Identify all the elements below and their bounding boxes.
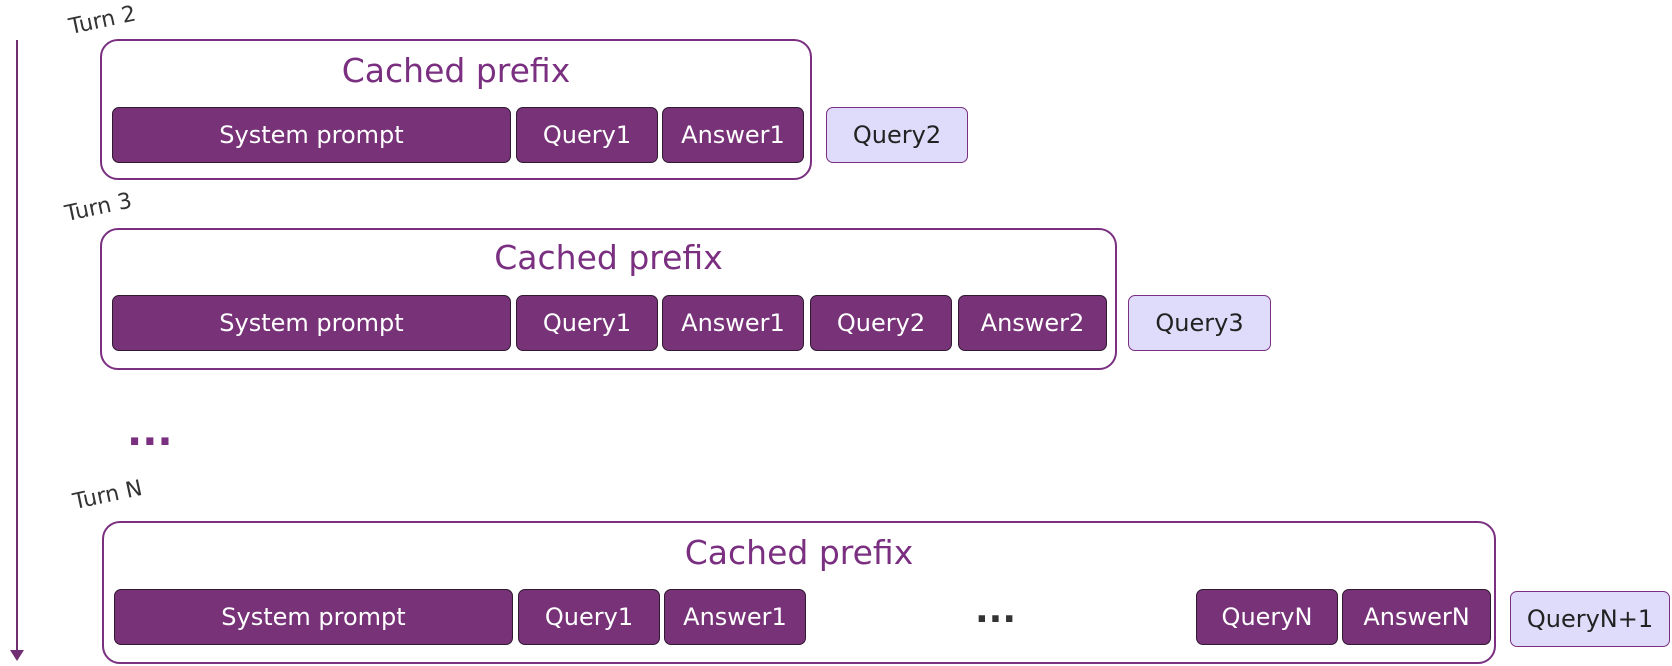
- turn-n-label: Turn N: [70, 475, 145, 515]
- turn-n-segment-answern: AnswerN: [1342, 589, 1491, 645]
- turn-3-segment-query2: Query2: [810, 295, 952, 351]
- turn-n-segment-answer1: Answer1: [664, 589, 806, 645]
- turn-n-segment-system-prompt: System prompt: [114, 589, 513, 645]
- turn-2-segment-system-prompt: System prompt: [112, 107, 511, 163]
- turn-3-segment-query1: Query1: [516, 295, 658, 351]
- turn-2-segment-query1: Query1: [516, 107, 658, 163]
- turn-3-segment-answer2: Answer2: [958, 295, 1107, 351]
- turn-n-inline-ellipsis: ...: [975, 590, 1017, 631]
- turn-3-label: Turn 3: [62, 188, 135, 227]
- turn-n-segment-queryn: QueryN: [1196, 589, 1338, 645]
- turn-n-cache-title: Cached prefix: [684, 533, 914, 572]
- turn-2-cache-frame: Cached prefix: [100, 39, 812, 180]
- timeline-arrow-icon: [10, 650, 24, 661]
- turn-n-segment-query1: Query1: [518, 589, 660, 645]
- turn-n-cache-frame: Cached prefix: [102, 521, 1496, 664]
- turn-3-segment-answer1: Answer1: [662, 295, 804, 351]
- turn-3-query-box: Query3: [1128, 295, 1271, 351]
- between-turns-ellipsis: ...: [127, 409, 173, 455]
- turn-3-segment-system-prompt: System prompt: [112, 295, 511, 351]
- timeline-line: [16, 40, 18, 650]
- turn-2-label: Turn 2: [66, 1, 139, 41]
- turn-2-segment-answer1: Answer1: [662, 107, 804, 163]
- turn-3-cache-title: Cached prefix: [494, 238, 723, 277]
- turn-2-query-box: Query2: [826, 107, 968, 163]
- turn-2-cache-title: Cached prefix: [341, 51, 571, 90]
- turn-3-cache-frame: Cached prefix: [100, 228, 1117, 370]
- turn-n-query-box: QueryN+1: [1510, 591, 1670, 647]
